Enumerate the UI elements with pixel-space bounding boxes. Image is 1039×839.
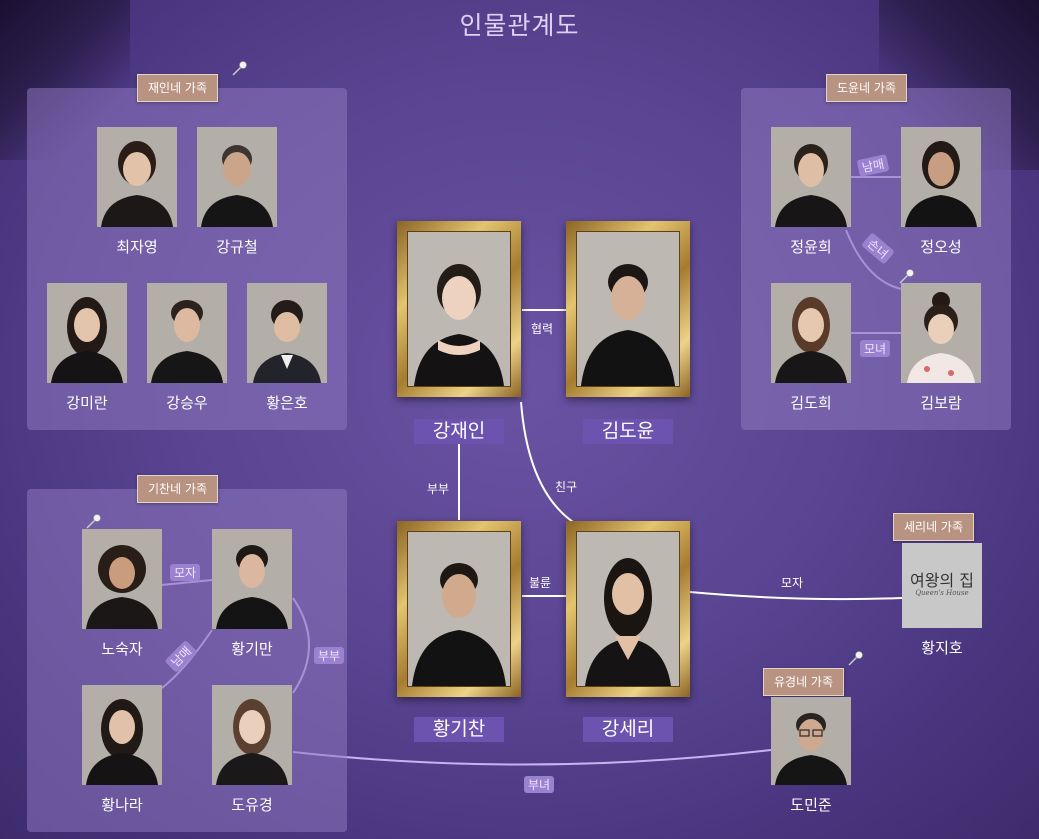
rel-label-hyeomnyeok: 협력 <box>531 322 554 336</box>
rel-label-chingu: 친구 <box>555 480 578 494</box>
photo-kang-miran <box>47 283 127 383</box>
frame-kang-jaein <box>397 221 521 397</box>
logo-queens-house: 여왕의 집 Queen's House <box>902 543 982 628</box>
photo-kim-dohui <box>771 283 851 383</box>
photo-kang-seungwoo <box>147 283 227 383</box>
photo-do-minjun <box>771 697 851 785</box>
name-kim-boram: 김보람 <box>920 394 962 412</box>
pin-icon <box>232 61 247 76</box>
name-do-yugyeong: 도유경 <box>231 796 273 814</box>
main-name-kang-jaein: 강재인 <box>414 419 504 444</box>
rel-label-bubu-gichan: 부부 <box>314 647 345 664</box>
line-jaein-seri <box>520 401 574 523</box>
main-name-kim-doyun: 김도윤 <box>583 419 673 444</box>
group-tag-jaein: 재인네 가족 <box>137 74 219 102</box>
rel-label-bullyun: 불륜 <box>529 576 552 590</box>
photo-jeong-oseong <box>901 127 981 227</box>
group-tag-yugyeong: 유경네 가족 <box>763 668 845 696</box>
rel-label-bubu-main: 부부 <box>427 482 450 496</box>
rel-label-bunyeo: 부녀 <box>524 776 555 793</box>
group-tag-gichan: 기찬네 가족 <box>137 475 219 503</box>
name-choi-jayeong: 최자영 <box>116 238 158 256</box>
name-hwang-jiho: 황지호 <box>921 639 963 657</box>
line-yugyeong-minjun <box>292 749 772 766</box>
group-tag-doyun: 도윤네 가족 <box>826 74 908 102</box>
name-jeong-oseong: 정오성 <box>920 238 962 256</box>
name-kang-gyucheol: 강규철 <box>216 238 258 256</box>
group-tag-seri: 세리네 가족 <box>893 513 975 541</box>
frame-kim-doyun <box>566 221 690 397</box>
frame-hwang-gichan <box>397 521 521 697</box>
line-seri-jiho <box>689 591 903 601</box>
photo-hwang-nara <box>82 685 162 785</box>
name-kang-miran: 강미란 <box>66 394 108 412</box>
logo-main-text: 여왕의 집 <box>910 571 974 590</box>
frame-kang-seri <box>566 521 690 697</box>
name-kim-dohui: 김도희 <box>790 394 832 412</box>
page-title: 인물관계도 <box>459 11 580 40</box>
photo-hwang-giman <box>212 529 292 629</box>
photo-no-sukja <box>82 529 162 629</box>
photo-kang-gyucheol <box>197 127 277 227</box>
name-kang-seungwoo: 강승우 <box>166 394 208 412</box>
name-jeong-yunhui: 정윤희 <box>790 238 832 256</box>
logo-sub-text: Queen's House <box>915 589 969 597</box>
photo-choi-jayeong <box>97 127 177 227</box>
photo-hwang-eunho <box>247 283 327 383</box>
photo-do-yugyeong <box>212 685 292 785</box>
main-name-hwang-gichan: 황기찬 <box>414 717 504 742</box>
pin-icon <box>899 269 914 284</box>
photo-kim-boram <box>901 283 981 383</box>
name-do-minjun: 도민준 <box>790 796 832 814</box>
pin-icon <box>86 514 101 529</box>
name-hwang-nara: 황나라 <box>101 796 143 814</box>
pin-icon <box>848 651 863 666</box>
rel-label-moja-gichan: 모자 <box>170 564 201 581</box>
photo-jeong-yunhui <box>771 127 851 227</box>
name-no-sukja: 노숙자 <box>101 640 143 658</box>
main-name-kang-seri: 강세리 <box>583 717 673 742</box>
rel-label-monyeo: 모녀 <box>860 340 891 357</box>
rel-label-moja-seri: 모자 <box>781 576 804 590</box>
name-hwang-eunho: 황은호 <box>266 394 308 412</box>
name-hwang-giman: 황기만 <box>231 640 273 658</box>
